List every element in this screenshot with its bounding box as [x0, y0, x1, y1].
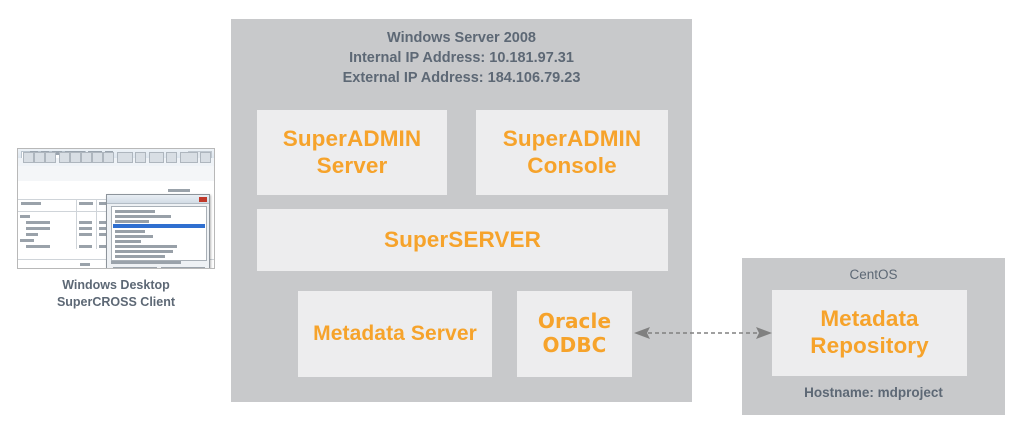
- screenshot-tree-row: [115, 230, 145, 233]
- metadata-repository-component: Metadata Repository: [772, 290, 967, 376]
- screenshot-tree-row: [115, 240, 141, 243]
- oracle-odbc-label: Oracle ODBC: [537, 309, 612, 357]
- client-caption: Windows Desktop SuperCROSS Client: [56, 278, 176, 310]
- connector-arrowhead-left: [634, 327, 650, 339]
- screenshot-table-cell: [99, 221, 112, 224]
- centos-caption: CentOS: [849, 267, 898, 282]
- superserver-label: SuperSERVER: [384, 226, 541, 252]
- screenshot-table-rule-head: [18, 211, 178, 212]
- screenshot-dialog-button: [161, 267, 205, 268]
- screenshot-table-cell: [79, 227, 92, 230]
- screenshot-tree-selected-row: [113, 224, 205, 228]
- screenshot-field-label: [168, 189, 190, 192]
- screenshot-tool-5: [70, 152, 81, 163]
- screenshot-tool-1: [23, 152, 34, 163]
- screenshot-table-cell: [26, 233, 38, 236]
- supercross-client-thumbnail: [17, 148, 215, 269]
- metadata-repository-label: Metadata Repository: [810, 306, 929, 358]
- screenshot-status-text: [80, 263, 90, 266]
- centos-hostname-caption: Hostname: mdproject: [804, 385, 943, 400]
- supercross-screenshot-image: [17, 148, 215, 269]
- screenshot-tree-row: [115, 210, 155, 213]
- oracle-odbc-component: Oracle ODBC: [517, 291, 632, 377]
- screenshot-table-cell: [20, 239, 34, 242]
- screenshot-table-cell: [26, 221, 50, 224]
- metadata-server-component: Metadata Server: [298, 291, 492, 377]
- screenshot-dialog-button: [113, 267, 157, 268]
- screenshot-table-cell: [99, 227, 112, 230]
- screenshot-tool-9: [117, 152, 133, 163]
- screenshot-dialog-titlebar: [107, 195, 209, 204]
- screenshot-menu-view: [52, 151, 62, 155]
- superadmin-server-label: SuperADMIN Server: [282, 125, 422, 178]
- screenshot-tool-14: [200, 152, 211, 163]
- screenshot-field-dialog: [106, 194, 210, 268]
- screenshot-tree-row: [115, 220, 149, 223]
- screenshot-tool-13: [180, 152, 198, 163]
- screenshot-table-cell: [26, 245, 50, 248]
- screenshot-tree-row: [115, 215, 171, 218]
- screenshot-tool-12: [166, 152, 177, 163]
- screenshot-tool-10: [135, 152, 146, 163]
- screenshot-tool-2: [34, 152, 45, 163]
- odbc-to-repository-connector: [634, 327, 772, 339]
- screenshot-table-cell: [20, 215, 30, 218]
- superserver-component: SuperSERVER: [257, 209, 668, 271]
- screenshot-toolbar: [18, 166, 214, 182]
- screenshot-table-cell: [79, 245, 92, 248]
- screenshot-table-cell: [99, 233, 112, 236]
- screenshot-table-cell: [79, 233, 92, 236]
- windows-server-caption: Windows Server 2008 Internal IP Address:…: [342, 30, 581, 86]
- screenshot-tool-3: [45, 152, 56, 163]
- metadata-server-label: Metadata Server: [313, 321, 477, 345]
- screenshot-table-col-2: [96, 199, 97, 249]
- screenshot-tool-8: [103, 152, 114, 163]
- screenshot-table-cell: [79, 221, 92, 224]
- superadmin-console-component: SuperADMIN Console: [476, 110, 668, 195]
- screenshot-dialog-checkbox-label: [111, 261, 181, 264]
- screenshot-tool-7: [92, 152, 103, 163]
- screenshot-table-cell: [99, 245, 112, 248]
- screenshot-workspace: [18, 181, 214, 268]
- screenshot-tool-11: [149, 152, 164, 163]
- screenshot-tree-row: [115, 250, 173, 253]
- screenshot-dialog-tree: [111, 206, 207, 261]
- screenshot-tree-row: [115, 255, 165, 258]
- screenshot-table-rule-top: [18, 199, 178, 200]
- screenshot-table-col-1: [76, 199, 77, 249]
- screenshot-dialog-close-icon: [199, 196, 207, 202]
- screenshot-table-cell: [26, 227, 50, 230]
- screenshot-tool-4: [59, 152, 70, 163]
- screenshot-table-header-cell: [21, 202, 41, 205]
- superadmin-console-label: SuperADMIN Console: [502, 125, 642, 178]
- screenshot-tree-row: [115, 245, 177, 248]
- screenshot-table-header-cell: [79, 202, 93, 205]
- connector-arrowhead-right: [756, 327, 772, 339]
- screenshot-tool-6: [81, 152, 92, 163]
- superadmin-server-component: SuperADMIN Server: [257, 110, 447, 195]
- screenshot-tree-row: [115, 235, 153, 238]
